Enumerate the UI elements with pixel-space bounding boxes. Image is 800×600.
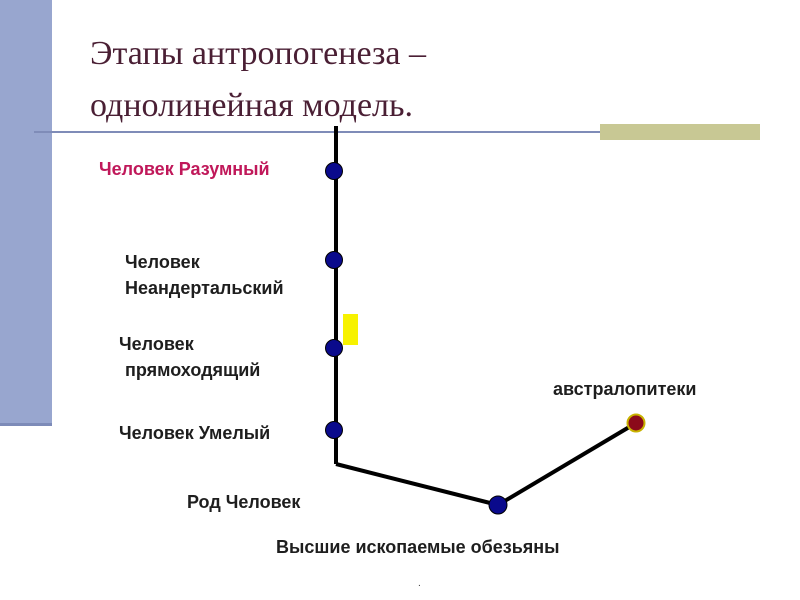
node-sapiens (325, 162, 343, 180)
branch-australopithecus-line (496, 421, 638, 507)
label-erectus-line-1: Человек (119, 334, 194, 354)
title-underline-rule (34, 131, 760, 133)
node-australopithecus (626, 413, 646, 433)
node-erectus (325, 339, 343, 357)
trunk-to-fossil-apes-line (335, 462, 499, 507)
label-sapiens: Человек Разумный (99, 159, 270, 179)
label-neanderthal-line-1: Человек (125, 252, 200, 272)
footnote-dot: . (418, 578, 421, 589)
label-neanderthal: Человек Неандертальский (125, 249, 284, 301)
label-australopithecus: австралопитеки (553, 379, 697, 399)
title-line-2: однолинейная модель. (90, 87, 414, 124)
node-neanderthal (325, 251, 343, 269)
title-line-1: Этапы антропогенеза – (90, 35, 426, 72)
label-habilis: Человек Умелый (119, 423, 271, 443)
label-erectus-line-2: прямоходящий (125, 360, 261, 380)
label-fossil-apes: Высшие ископаемые обезьяны (276, 537, 560, 557)
olive-decorative-bar (600, 124, 760, 140)
slide-title: Этапы антропогенеза – однолинейная модел… (90, 28, 610, 132)
label-neanderthal-line-2: Неандертальский (125, 278, 284, 298)
yellow-accent-marker (343, 314, 358, 345)
label-homo-genus: Род Человек (187, 492, 301, 512)
node-fossil-apes (488, 495, 508, 515)
left-decorative-bar (0, 0, 52, 426)
label-erectus: Человек прямоходящий (119, 331, 260, 383)
node-habilis (325, 421, 343, 439)
